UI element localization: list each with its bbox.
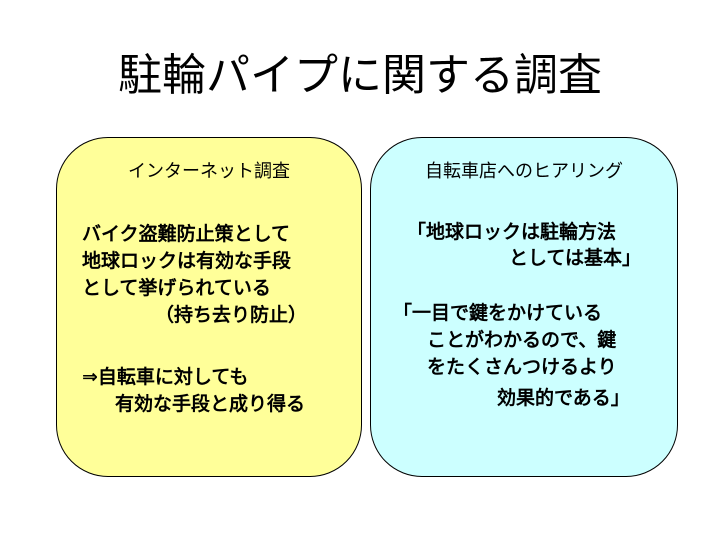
quote-2-line-4: 効果的である」	[497, 387, 630, 409]
quote-2-line-3: をたくさんつけるより	[427, 356, 617, 378]
quote-2-line-2: ことがわかるので、鍵	[427, 329, 617, 351]
slide-title: 駐輪パイプに関する調査	[118, 50, 602, 101]
quote-1-line-1: 「地球ロックは駐輪方法	[407, 221, 617, 243]
finding-line-1: バイク盗難防止策として	[82, 223, 291, 245]
conclusion-line-1: ⇒自転車に対しても	[82, 366, 249, 388]
internet-survey-heading: インターネット調査	[128, 161, 290, 182]
quote-2-line-1: 「一目で鍵をかけている	[393, 302, 603, 324]
quote-1-line-2: としては基本」	[509, 247, 642, 269]
conclusion-line-2: 有効な手段と成り得る	[115, 393, 306, 415]
finding-line-3: として挙げられている	[82, 277, 271, 299]
internet-survey-panel: インターネット調査 バイク盗難防止策として 地球ロックは有効な手段 として挙げら…	[56, 137, 362, 477]
finding-line-2: 地球ロックは有効な手段	[82, 250, 292, 272]
bike-shop-hearing-panel: 自転車店へのヒアリング 「地球ロックは駐輪方法 としては基本」 「一目で鍵をかけ…	[370, 137, 678, 477]
bike-shop-hearing-heading: 自転車店へのヒアリング	[425, 161, 623, 182]
finding-line-4: （持ち去り防止）	[155, 304, 308, 326]
